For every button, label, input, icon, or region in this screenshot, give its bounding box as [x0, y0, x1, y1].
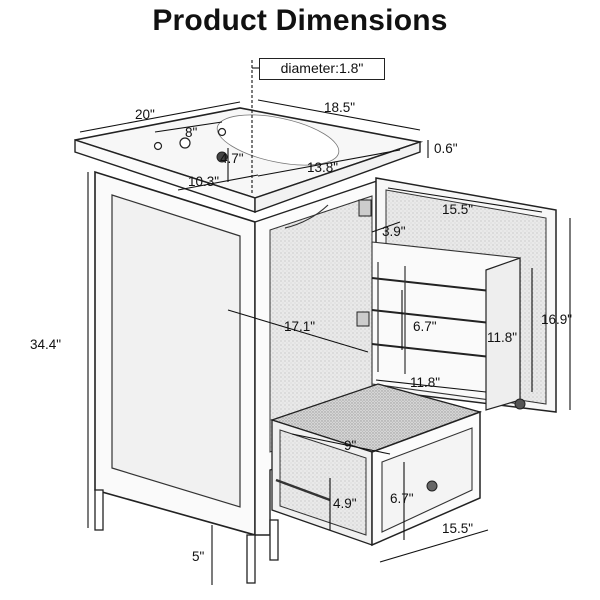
dim-depth: 20": [135, 107, 155, 122]
countertop: [74, 107, 424, 213]
faucet-hole-right: [217, 127, 227, 137]
dimension-labels: 20" 8" 4.7" 10.3" 13.8" 18.5" 0.6" 34.4"…: [30, 100, 572, 564]
dim-shelf-width: 11.8": [410, 375, 440, 390]
dim-drawer-width: 15.5": [442, 521, 473, 536]
door-knob: [514, 398, 526, 410]
dim-drawer-inner-height: 4.9": [333, 496, 357, 511]
dim-door-width: 15.5": [442, 202, 473, 217]
drawer-knob: [426, 480, 438, 492]
dim-faucet-spacing: 8": [185, 125, 198, 140]
hinge-top-icon: [358, 199, 372, 217]
dim-faucet-to-basin: 4.7": [220, 151, 244, 166]
dim-top-thickness: 0.6": [434, 141, 458, 156]
diameter-callout: diameter:1.8": [259, 58, 385, 80]
dim-drawer-interior: 9": [344, 438, 357, 453]
dim-drawer-front-height: 6.7": [390, 491, 414, 506]
dim-shelf-spacing: 6.7": [413, 319, 437, 334]
open-drawer: [269, 383, 483, 547]
dim-basin-width: 13.8": [307, 160, 338, 175]
dim-leg-height: 5": [192, 549, 205, 564]
front-right-leg: [246, 534, 256, 584]
dim-width: 18.5": [324, 100, 355, 115]
dim-hinge-offset: 3.9": [382, 224, 406, 239]
dim-height: 34.4": [30, 337, 61, 352]
dim-shelf-height: 11.8": [487, 330, 517, 345]
hinge-bottom-icon: [356, 311, 370, 327]
open-door: [356, 177, 557, 413]
faucet-hole-left: [153, 141, 163, 151]
dim-door-height: 16.9": [541, 312, 572, 327]
front-left-leg: [94, 489, 104, 531]
diagram-title: Product Dimensions: [152, 4, 448, 37]
dim-basin-depth: 10.3": [188, 174, 219, 189]
dim-interior-depth: 17.1": [284, 319, 315, 334]
drain-hole: [216, 151, 228, 163]
diameter-callout-text: diameter:1.8": [280, 60, 364, 76]
side-leg: [269, 519, 279, 561]
dimension-lines: [79, 60, 571, 585]
faucet-hole-center: [179, 137, 191, 149]
